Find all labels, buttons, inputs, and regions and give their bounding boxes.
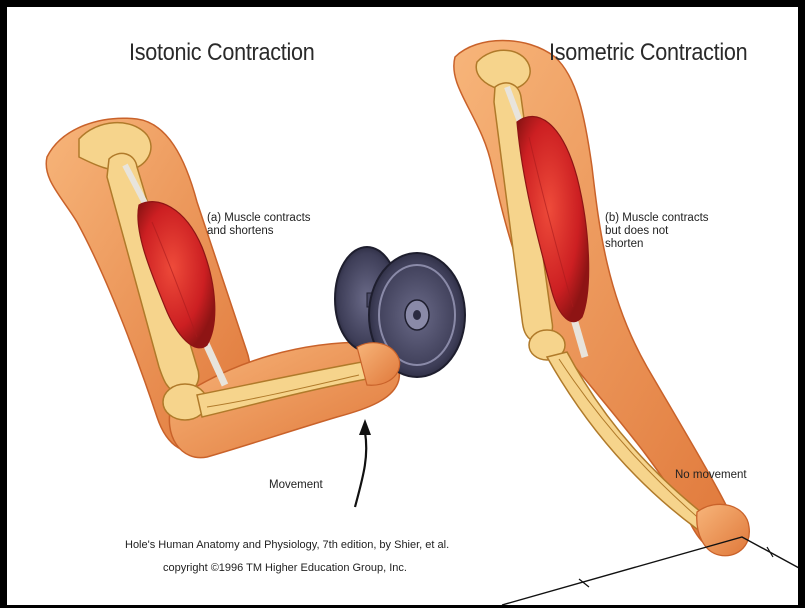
credit-line-1: Hole's Human Anatomy and Physiology, 7th… (125, 539, 449, 551)
contraction-illustration (7, 7, 805, 608)
label-no-movement: No movement (675, 469, 747, 482)
label-movement: Movement (269, 479, 323, 492)
isotonic-title: Isotonic Contraction (129, 39, 315, 67)
isometric-title: Isometric Contraction (549, 39, 747, 67)
label-a-shortens: (a) Muscle contracts and shortens (207, 212, 311, 238)
movement-arrow (355, 419, 371, 507)
fixed-rope (502, 537, 805, 605)
credit-line-2: copyright ©1996 TM Higher Education Grou… (163, 562, 407, 574)
label-b-no-shorten: (b) Muscle contracts but does not shorte… (605, 212, 709, 251)
